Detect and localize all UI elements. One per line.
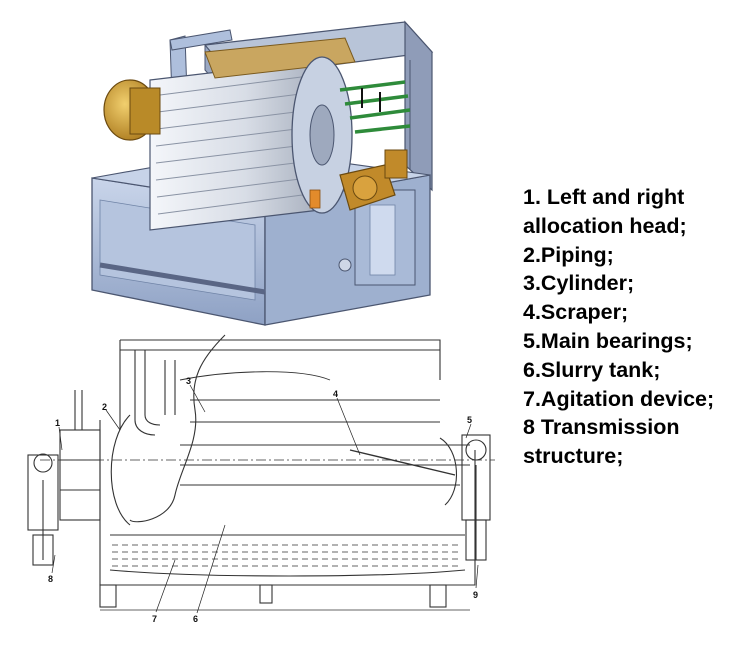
callout-1: 1 — [55, 418, 60, 428]
drive-motor-3d — [103, 79, 161, 141]
legend-line-7: 6.Slurry tank; — [523, 357, 661, 382]
legend-line-2: allocation head; — [523, 213, 687, 238]
callout-4: 4 — [333, 389, 338, 399]
callout-7: 7 — [152, 614, 157, 624]
callout-3: 3 — [186, 376, 191, 386]
legend-line-1: 1. Left and right — [523, 185, 685, 209]
filter-section-drawing: 1 2 3 4 5 6 7 8 9 — [27, 334, 495, 624]
callout-5: 5 — [467, 415, 472, 425]
piping-3d — [339, 80, 411, 134]
gear-reducer-3d — [309, 149, 408, 211]
callout-8: 8 — [48, 574, 53, 584]
legend-line-8: 7.Agitation device; — [523, 386, 715, 411]
legend-line-10: structure; — [523, 444, 624, 469]
legend-line-6: 5.Main bearings; — [523, 328, 693, 353]
legend-line-5: 4.Scraper; — [523, 300, 629, 325]
callout-6: 6 — [193, 614, 198, 624]
legend-line-3: 2.Piping; — [523, 242, 614, 267]
parts-legend: 1. Left and right allocation head; 2.Pip… — [523, 183, 748, 471]
base-rail-3d — [99, 258, 352, 295]
callout-2: 2 — [102, 402, 107, 412]
legend-line-4: 3.Cylinder; — [523, 271, 635, 296]
callout-9: 9 — [473, 590, 478, 600]
cylinder-drum-3d — [149, 37, 356, 231]
legend-line-9: 8 Transmission — [523, 415, 680, 440]
filter-3d-render — [91, 20, 434, 326]
